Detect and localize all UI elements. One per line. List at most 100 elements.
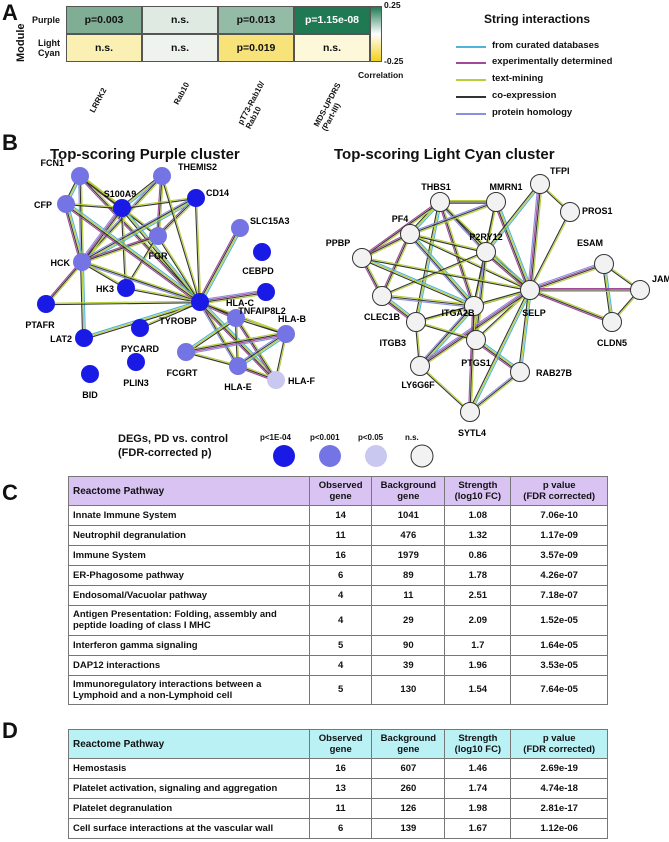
legend-line-experimental xyxy=(456,62,486,64)
network-edge xyxy=(158,198,198,238)
table-cell: 3.57e-09 xyxy=(510,545,608,566)
table-cell: 2.69e-19 xyxy=(510,758,608,779)
table-cell: 29 xyxy=(371,605,446,636)
table-cell: Interferon gamma signaling xyxy=(68,634,310,656)
network-edge xyxy=(185,331,286,351)
network-edge xyxy=(497,201,533,290)
network-node xyxy=(229,357,247,375)
table-cell: 7.18e-07 xyxy=(510,585,608,606)
network-edge xyxy=(186,350,239,366)
network-node-label: SLC15A3 xyxy=(250,216,290,226)
network-edge xyxy=(531,184,543,291)
network-edge xyxy=(186,334,287,354)
network-edge xyxy=(529,290,612,324)
network-node xyxy=(560,202,580,222)
network-node xyxy=(187,189,205,207)
table-cell: 139 xyxy=(371,818,446,839)
network-edge xyxy=(184,316,236,352)
network-node-label: FCGRT xyxy=(167,368,198,378)
table-cell: 5 xyxy=(308,634,373,656)
network-edge xyxy=(485,183,541,253)
network-node-label: ITGA2B xyxy=(441,308,475,318)
panel-letter-c: C xyxy=(2,480,18,505)
network-node xyxy=(131,319,149,337)
legend-line-homology xyxy=(456,113,486,115)
deg-legend-swatch xyxy=(410,444,434,468)
legend-label-experimental: experimentally determined xyxy=(492,56,613,67)
network-edge xyxy=(46,262,84,306)
network-edge xyxy=(198,227,240,302)
table-cell: 607 xyxy=(371,758,446,779)
legend-line-curated xyxy=(456,46,486,48)
heatmap-cell: p=0.013 xyxy=(218,6,294,34)
heatmap-cell: p=0.003 xyxy=(66,6,142,34)
network-edge xyxy=(468,370,520,412)
network-node-label: PF4 xyxy=(392,214,409,224)
table-row: Cell surface interactions at the vascula… xyxy=(68,818,608,839)
network-node-label: ITGB3 xyxy=(379,338,406,348)
network-node xyxy=(81,365,99,383)
network-node-label: PTGS1 xyxy=(461,358,491,368)
network-edge xyxy=(234,318,276,382)
network-node xyxy=(476,242,496,262)
network-node-label: CEBPD xyxy=(242,266,274,276)
table-cell: 126 xyxy=(371,798,446,819)
legend-line-coexpression xyxy=(456,96,486,98)
network-edge xyxy=(419,305,474,366)
network-edge xyxy=(470,290,532,413)
deg-legend-swatch xyxy=(365,445,387,467)
table-cell: Immune System xyxy=(68,545,310,566)
network-edge xyxy=(185,317,237,353)
network-edge xyxy=(470,372,522,414)
network-edge xyxy=(65,204,200,304)
network-node-label: PROS1 xyxy=(582,206,613,216)
network-edge xyxy=(197,226,239,302)
network-edge xyxy=(121,207,201,303)
network-edge xyxy=(78,176,200,304)
network-node xyxy=(153,167,171,185)
table-cell: 1.74 xyxy=(444,778,512,799)
network-edge xyxy=(66,203,84,262)
network-edge xyxy=(469,305,475,413)
network-edge xyxy=(470,306,476,413)
network-edge xyxy=(200,293,267,305)
network-edge xyxy=(186,318,238,354)
network-edge xyxy=(238,334,287,368)
network-edge xyxy=(468,289,530,412)
network-edge xyxy=(530,288,613,322)
deg-legend-label: p<0.001 xyxy=(310,433,340,442)
table-cell: 5 xyxy=(308,674,373,705)
table-cell: 7.64e-05 xyxy=(510,674,608,705)
table-cell: 11 xyxy=(308,798,373,819)
network-edge xyxy=(194,198,200,303)
network-node-label: HK3 xyxy=(96,284,114,294)
table-row: Immunoregulatory interactions between a … xyxy=(68,674,608,705)
network-edge xyxy=(518,289,530,372)
table-cell: 1979 xyxy=(371,545,446,566)
table-cell: 7.06e-10 xyxy=(510,505,608,526)
table-header-cell: Observed gene xyxy=(308,476,373,506)
table-cell: Platelet activation, signaling and aggre… xyxy=(68,778,310,799)
network-edge xyxy=(528,211,570,290)
network-edge xyxy=(83,300,200,338)
table-cell: 4 xyxy=(308,585,373,606)
heatmap-cell: n.s. xyxy=(294,34,370,62)
network-node xyxy=(530,174,550,194)
network-node-label: PPBP xyxy=(326,238,351,248)
network-node-label: TFPI xyxy=(550,166,570,176)
panel-letter-d: D xyxy=(2,718,18,743)
network-edge xyxy=(530,184,542,291)
network-node xyxy=(149,227,167,245)
table-cell: Antigen Presentation: Folding, assembly … xyxy=(68,605,310,636)
heatmap-row-label-lightcyan: Light Cyan xyxy=(37,38,60,58)
network-node xyxy=(410,356,430,376)
network-edge xyxy=(199,290,266,302)
network-edge xyxy=(410,232,531,290)
network-node-label: FCN1 xyxy=(40,158,64,168)
